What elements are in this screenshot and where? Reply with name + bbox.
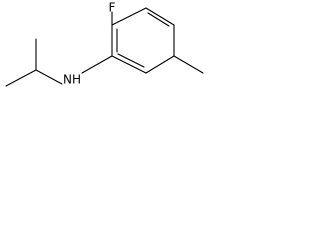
ring-bond-c4-c5 [145, 55, 175, 74]
ring-bond-c2-c3 [145, 7, 175, 26]
ring-double-bond-top [147, 12, 170, 27]
fluorine-atom-label: F [109, 1, 116, 15]
benzene-ring [111, 7, 175, 74]
bond-c4-methyl [173, 55, 204, 74]
ring-double-bond-bottom [117, 53, 145, 68]
chemical-structure: F NH [5, 1, 204, 87]
bond-nitrogen-ch [35, 69, 63, 85]
nitrogen-atom-label: NH [63, 73, 81, 87]
ring-bond-c5-c6 [111, 55, 147, 74]
bond-ch-methyl-left [5, 69, 37, 87]
ring-bond-c1-c2 [111, 7, 147, 26]
bond-c6-nitrogen [81, 55, 113, 74]
